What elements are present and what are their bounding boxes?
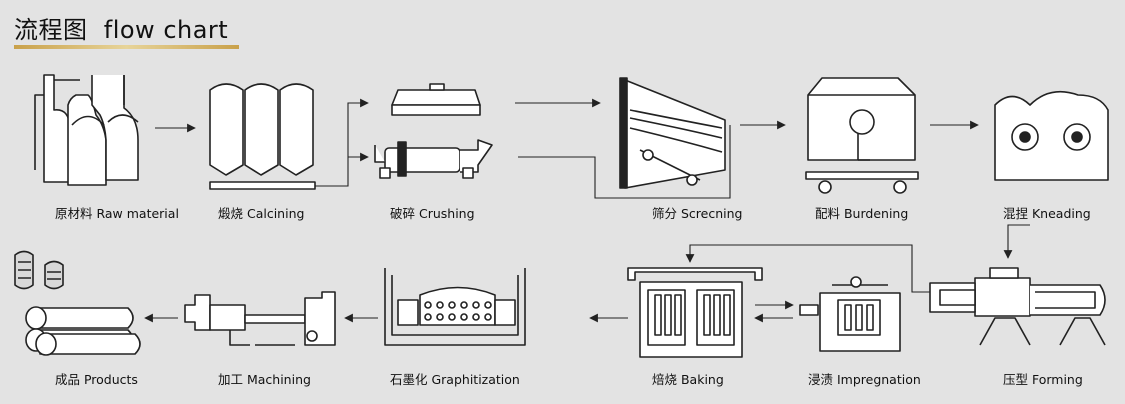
baking-furnace-icon	[627, 267, 763, 358]
finished-electrodes-icon	[14, 250, 141, 356]
raw-material-silos-icon	[34, 74, 139, 186]
impregnation-tank-icon	[799, 276, 901, 352]
arrow-forming-to-impregnation	[685, 244, 930, 293]
label-graphitization: 石墨化 Graphitization	[390, 372, 520, 387]
label-burdening: 配料 Burdening	[815, 206, 908, 221]
burdening-machine-icon	[805, 77, 919, 194]
label-products: 成品 Products	[55, 372, 138, 387]
label-baking: 焙烧 Baking	[652, 372, 724, 387]
forming-press-icon	[929, 267, 1106, 346]
title-underline	[14, 45, 239, 49]
machining-lathe-icon	[184, 291, 336, 346]
label-kneading: 混捏 Kneading	[1003, 206, 1091, 221]
label-raw-material: 原材料 Raw material	[55, 206, 179, 221]
label-impregnation: 浸渍 Impregnation	[808, 372, 921, 387]
calcining-furnace-icon	[209, 83, 316, 190]
label-forming: 压型 Forming	[1003, 372, 1083, 387]
graphitization-furnace-icon	[384, 268, 526, 346]
arrow-kneading-to-forming	[1003, 224, 1030, 259]
arrow-roller-to-screening	[518, 125, 731, 199]
roller-crusher-icon	[374, 139, 493, 179]
label-screening: 筛分 Screcning	[652, 206, 742, 221]
page-title: 流程图 flow chart	[14, 16, 229, 44]
label-machining: 加工 Machining	[218, 372, 311, 387]
kneading-machine-icon	[994, 90, 1109, 181]
label-calcining: 煅烧 Calcining	[218, 206, 304, 221]
arrow-calcining-to-crushing	[315, 98, 369, 187]
flow-connectors	[144, 98, 1030, 323]
label-crushing: 破碎 Crushing	[390, 206, 475, 221]
screening-machine-icon	[619, 77, 726, 189]
jaw-crusher-icon	[391, 83, 481, 116]
